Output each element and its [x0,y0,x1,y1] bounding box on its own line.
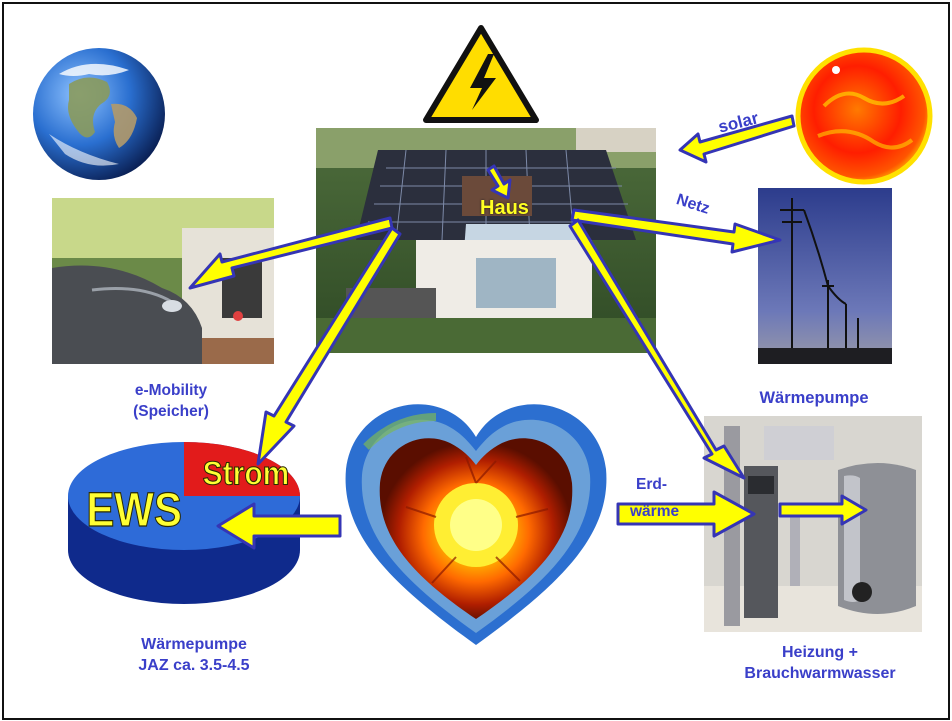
label-emobility-line2: (Speicher) [133,403,209,420]
label-heizung-line2: Brauchwarmwasser [744,665,896,682]
earth-core-heart-icon [345,404,607,645]
grid-photo [758,188,892,364]
earth-icon [33,48,165,180]
pie-label-ews: EWS [86,482,182,536]
label-netz: Netz [674,191,712,218]
label-waermepumpe-top: Wärmepumpe [759,389,869,407]
label-emobility-line1: e-Mobility [134,382,208,399]
sun-icon [795,47,933,185]
label-heizung-line1: Heizung + [781,644,858,661]
label-heizung: Heizung + Brauchwarmwasser [710,642,930,684]
emobility-photo [52,198,274,364]
label-haus: Haus [480,197,529,219]
label-solar: solar [716,108,761,137]
house-photo [316,128,656,353]
heatpump-photo [704,416,922,632]
label-erd-line2: wärme [630,503,680,520]
label-jaz-line2: JAZ ca. 3.5-4.5 [138,657,250,674]
energy-pie-chart: EWS Strom [68,442,300,604]
label-emobility: e-Mobility (Speicher) [96,380,246,422]
high-voltage-warning-icon [423,25,539,123]
label-erd-line1: Erd- [636,476,667,493]
pie-slice-strom [184,442,300,496]
label-jaz-line1: Wärmepumpe [141,636,247,653]
pie-label-strom: Strom [203,454,290,492]
label-jaz: Wärmepumpe JAZ ca. 3.5-4.5 [104,634,284,676]
label-erdwaerme: Erd- wärme [630,474,690,522]
